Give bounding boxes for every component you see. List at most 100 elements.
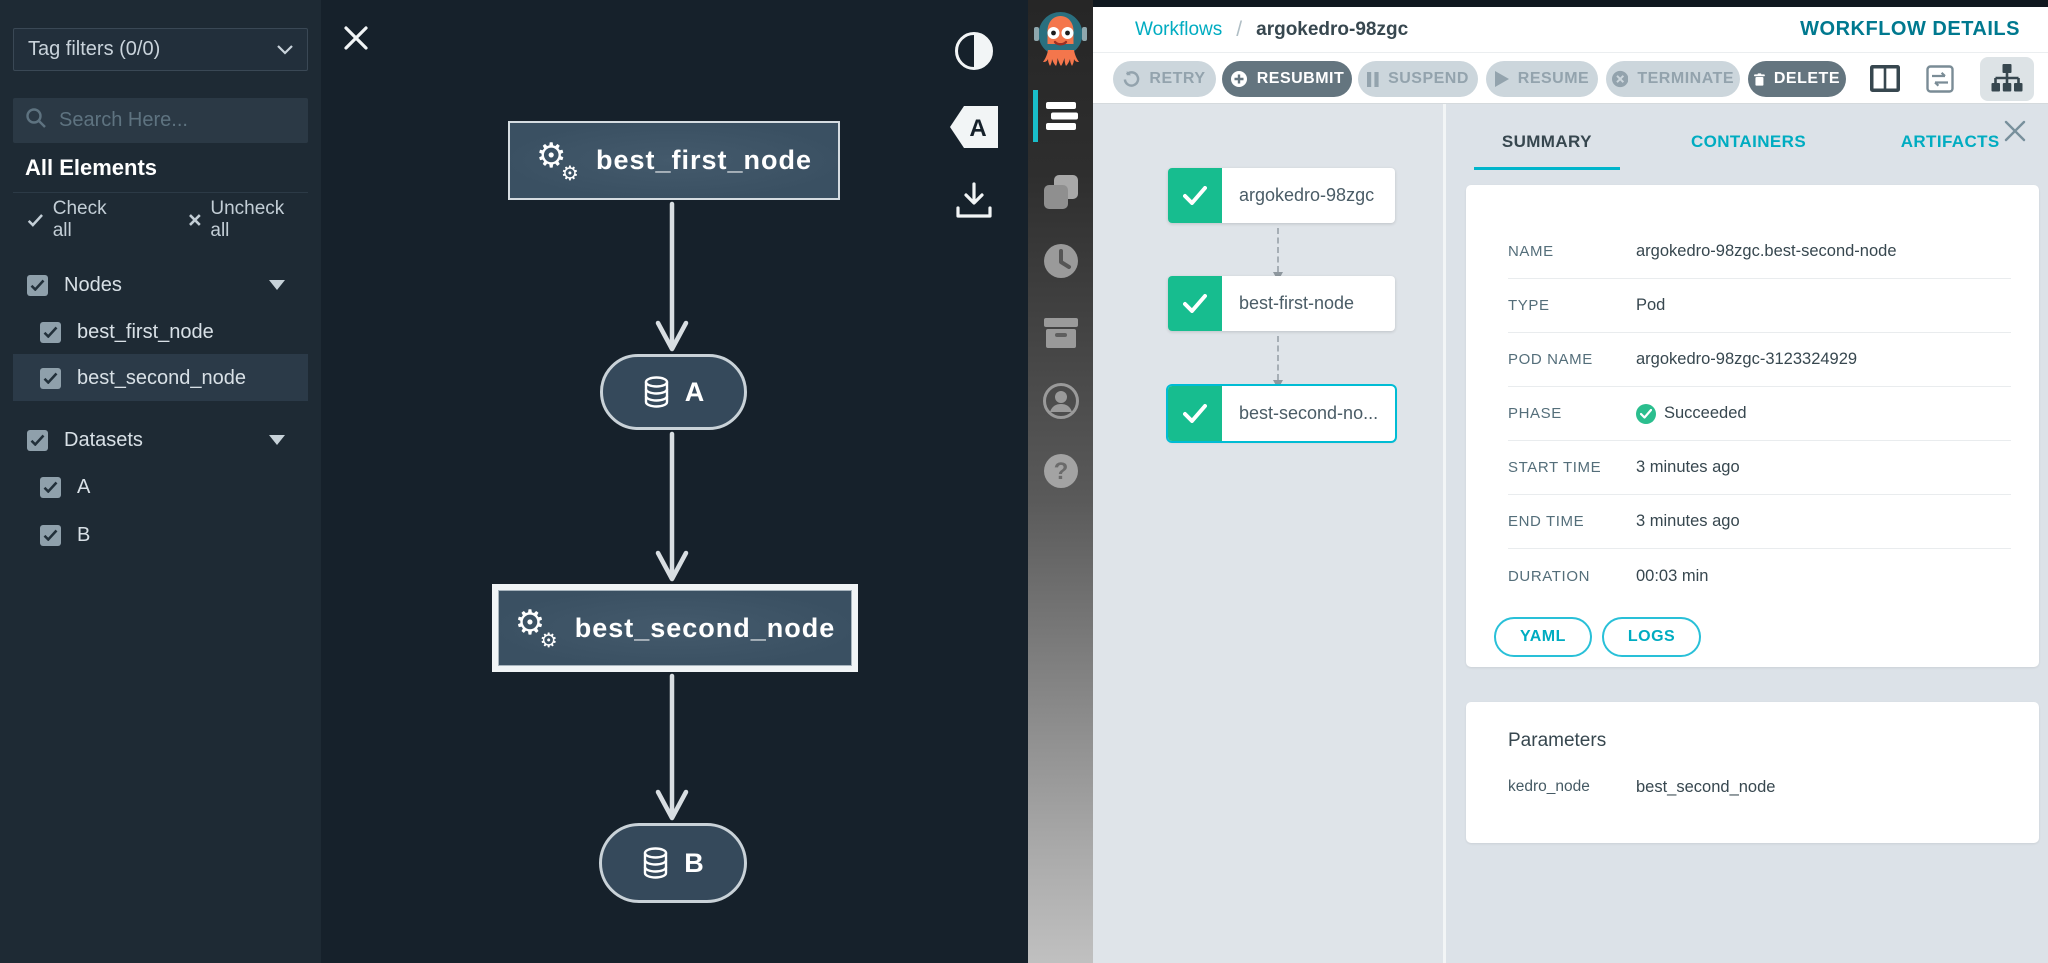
pipeline-canvas[interactable]: ⚙⚙ best_first_node A ⚙⚙ best_second_node	[321, 0, 1028, 963]
logs-button[interactable]: LOGS	[1601, 617, 1702, 657]
dag-node-best-first-node[interactable]: best-first-node	[1168, 276, 1395, 331]
breadcrumb-current: argokedro-98zgc	[1256, 18, 1409, 40]
tab-containers[interactable]: CONTAINERS	[1690, 132, 1807, 151]
sidebar-item-dataset-b[interactable]: B	[40, 520, 90, 550]
trash-icon	[1754, 72, 1765, 86]
summary-row-phase: PHASE Succeeded	[1508, 387, 2011, 441]
page-title: WORKFLOW DETAILS	[1800, 18, 2020, 40]
group-label: Datasets	[64, 428, 143, 451]
retry-button[interactable]: RETRY	[1113, 61, 1216, 97]
checkbox[interactable]	[40, 476, 61, 498]
summary-row-duration: DURATION 00:03 min	[1508, 566, 1709, 585]
dag-node-label: best-second-no...	[1239, 403, 1379, 423]
contrast-toggle-icon[interactable]	[953, 30, 995, 77]
item-label: B	[77, 523, 91, 546]
workflow-actions-toolbar: RETRY RESUBMIT SUSPEND RESUME TERMINATE …	[1093, 53, 2048, 104]
tab-summary[interactable]: SUMMARY	[1446, 116, 1648, 170]
succeeded-status-icon	[1636, 403, 1656, 424]
nav-archive-icon[interactable]	[1028, 307, 1093, 359]
uncheck-all-button[interactable]: Uncheck all	[188, 198, 307, 242]
task-gears-icon: ⚙⚙	[514, 603, 559, 652]
nav-cron-clock-icon[interactable]	[1028, 235, 1093, 287]
nav-user-icon[interactable]	[1028, 375, 1093, 427]
bulk-check-row: Check all Uncheck all	[27, 198, 307, 241]
parameters-title: Parameters	[1508, 730, 1607, 751]
tag-filters-dropdown[interactable]: Tag filters (0/0)	[13, 28, 308, 71]
close-icon[interactable]	[342, 24, 370, 52]
uncheck-all-label: Uncheck all	[210, 198, 285, 241]
summary-row-name: NAME argokedro-98zgc.best-second-node	[1508, 225, 2011, 279]
retry-icon	[1124, 70, 1140, 87]
argo-header: Workflows / argokedro-98zgc WORKFLOW DET…	[1093, 7, 2048, 53]
sidebar-group-datasets[interactable]: Datasets	[27, 425, 307, 455]
checkbox[interactable]	[40, 367, 61, 389]
resubmit-button[interactable]: RESUBMIT	[1222, 61, 1352, 97]
dag-edge	[1273, 228, 1283, 281]
node-label: best_second_node	[574, 612, 836, 643]
dag-node-label: argokedro-98zgc	[1239, 185, 1375, 205]
compare-view-icon[interactable]	[1926, 64, 1954, 93]
yaml-button[interactable]: YAML	[1494, 617, 1592, 657]
check-all-label: Check all	[52, 198, 107, 241]
node-details-panel: SUMMARY CONTAINERS ARTIFACTS NAME argoke…	[1443, 104, 2048, 963]
sidebar-item-best-first-node[interactable]: best_first_node	[40, 317, 214, 347]
collapse-triangle-icon[interactable]	[269, 280, 285, 290]
elements-section-title: All Elements	[25, 155, 158, 180]
nav-workflows-icon[interactable]	[1028, 90, 1093, 142]
label-toggle-icon[interactable]: A	[949, 105, 999, 154]
sidebar-group-nodes[interactable]: Nodes	[27, 270, 307, 300]
export-download-icon[interactable]	[954, 182, 994, 225]
play-icon	[1494, 71, 1509, 87]
sidebar-item-dataset-a[interactable]: A	[40, 472, 90, 502]
dag-node-best-second-node[interactable]: best-second-no...	[1168, 386, 1395, 441]
suspend-button[interactable]: SUSPEND	[1358, 61, 1478, 97]
nav-help-icon[interactable]: ?	[1028, 445, 1093, 497]
tag-filters-label: Tag filters (0/0)	[28, 38, 161, 60]
checkbox[interactable]	[40, 321, 61, 343]
tab-artifacts[interactable]: ARTIFACTS	[1900, 132, 2000, 151]
workflow-dag-panel[interactable]: argokedro-98zgc best-first-node best-sec…	[1093, 104, 1443, 963]
x-circle-icon	[1612, 70, 1629, 88]
tree-view-icon[interactable]	[1980, 56, 2034, 101]
breadcrumb-separator: /	[1236, 17, 1243, 41]
delete-button[interactable]: DELETE	[1748, 61, 1846, 97]
item-label: A	[77, 475, 91, 498]
parameter-row: kedro_node best_second_node	[1508, 778, 1776, 796]
graph-node-dataset-b[interactable]: B	[599, 823, 747, 903]
succeeded-check-icon	[1168, 386, 1222, 441]
columns-view-icon[interactable]	[1870, 65, 1900, 92]
check-all-button[interactable]: Check all	[27, 198, 130, 242]
search-input[interactable]	[57, 108, 326, 133]
breadcrumb-workflows-link[interactable]: Workflows	[1135, 18, 1223, 40]
checkbox[interactable]	[27, 429, 48, 451]
argo-octopus-logo[interactable]	[1034, 10, 1087, 70]
check-icon	[27, 214, 43, 227]
graph-node-best-first-node[interactable]: ⚙⚙ best_first_node	[508, 121, 840, 200]
nav-templates-icon[interactable]	[1028, 166, 1093, 218]
resume-button[interactable]: RESUME	[1486, 61, 1598, 97]
dag-node-root[interactable]: argokedro-98zgc	[1168, 168, 1395, 223]
checkbox[interactable]	[27, 274, 48, 296]
collapse-triangle-icon[interactable]	[269, 435, 285, 445]
node-label: B	[684, 847, 704, 878]
parameters-card: Parameters kedro_node best_second_node	[1466, 702, 2039, 843]
summary-row-start-time: START TIME 3 minutes ago	[1508, 441, 2011, 495]
succeeded-check-icon	[1168, 168, 1222, 223]
checkbox[interactable]	[40, 524, 61, 546]
task-gears-icon: ⚙⚙	[535, 135, 580, 185]
database-icon	[644, 847, 668, 879]
graph-node-dataset-a[interactable]: A	[600, 354, 747, 430]
sidebar-item-best-second-node[interactable]: best_second_node	[40, 363, 246, 393]
search-box	[13, 98, 326, 143]
succeeded-check-icon	[1168, 276, 1222, 331]
item-label: best_first_node	[77, 320, 214, 343]
graph-node-best-second-node[interactable]: ⚙⚙ best_second_node	[492, 584, 858, 672]
group-label: Nodes	[64, 273, 122, 296]
argo-main: Workflows / argokedro-98zgc WORKFLOW DET…	[1093, 0, 2048, 963]
item-label: best_second_node	[77, 366, 247, 389]
terminate-button[interactable]: TERMINATE	[1606, 61, 1740, 97]
argo-nav-rail: ?	[1028, 0, 1093, 963]
summary-footer-buttons: YAML LOGS	[1494, 617, 2011, 657]
close-icon[interactable]	[2002, 118, 2028, 144]
svg-text:?: ?	[1053, 458, 1068, 485]
